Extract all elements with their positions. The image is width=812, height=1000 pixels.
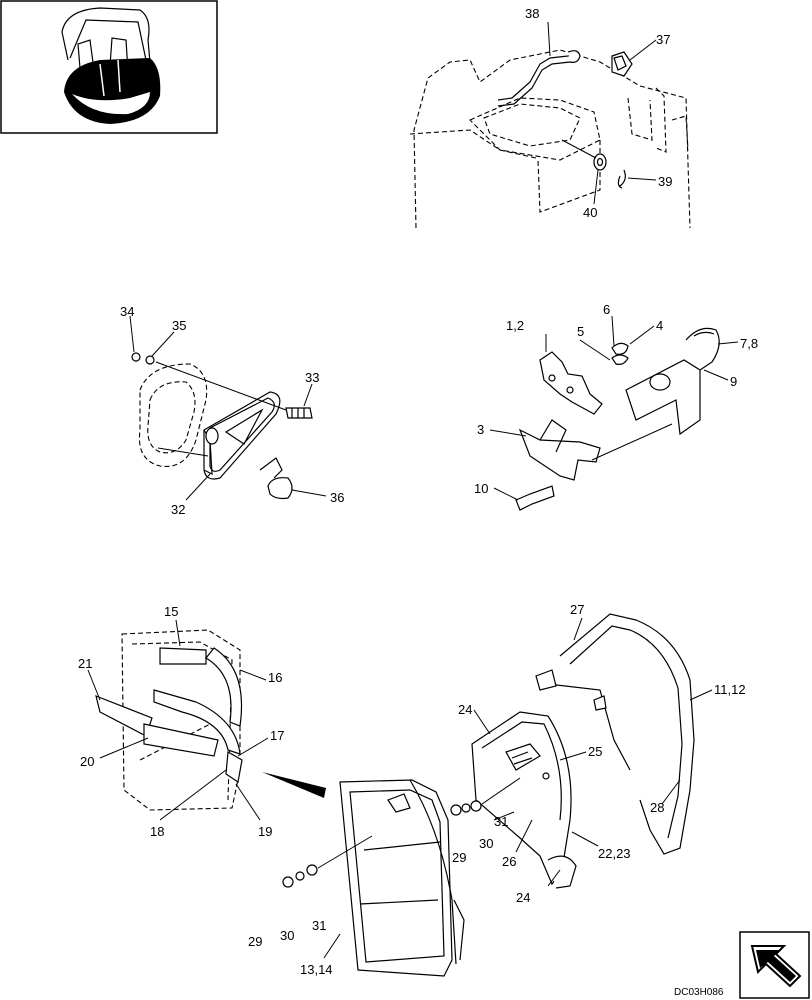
part-label: 21 [78,656,92,671]
part-label: 17 [270,728,284,743]
lever-bracket-assembly [489,315,739,511]
part-label: 37 [656,32,670,47]
part-label: 20 [80,754,94,769]
part-label: 40 [583,205,597,220]
part-label: 9 [730,374,737,389]
machine-cab-thumbnail-icon[interactable] [0,0,218,134]
part-label: 26 [502,854,516,869]
part-label: 25 [588,744,602,759]
part-label: 29 [248,934,262,949]
vent-louvre-assembly [87,619,269,821]
part-label: 5 [577,324,584,339]
part-label: 6 [603,302,610,317]
part-label: 22,23 [598,846,631,861]
part-label: 7,8 [740,336,758,351]
duct-assembly [282,613,713,977]
part-label: 32 [171,502,185,517]
part-label: 33 [305,370,319,385]
drawing-id: DC03H086 [674,987,724,998]
part-label: 24 [458,702,472,717]
part-label: 10 [474,481,488,496]
part-label: 16 [268,670,282,685]
hood-rod-assembly [409,21,691,229]
part-number-labels: 38 37 39 40 34 35 33 32 36 1,2 6 4 5 7,8… [78,6,758,998]
part-label: 36 [330,490,344,505]
part-label: 34 [120,304,134,319]
part-label: 39 [658,174,672,189]
part-label: 13,14 [300,962,333,977]
next-page-arrow-icon[interactable] [739,931,810,999]
part-label: 1,2 [506,318,524,333]
switch-bezel-assembly [129,315,327,501]
part-label: 38 [525,6,539,21]
part-label: 35 [172,318,186,333]
part-label: 18 [150,824,164,839]
part-label: 19 [258,824,272,839]
part-label: 15 [164,604,178,619]
part-label: 29 [452,850,466,865]
direction-arrow [262,772,326,798]
part-label: 31 [494,814,508,829]
part-label: 11,12 [714,682,746,697]
part-label: 30 [479,836,493,851]
part-label: 4 [656,318,663,333]
part-label: 31 [312,918,326,933]
part-label: 27 [570,602,584,617]
part-label: 28 [650,800,664,815]
part-label: 3 [477,422,484,437]
part-label: 30 [280,928,294,943]
part-label: 24 [516,890,530,905]
